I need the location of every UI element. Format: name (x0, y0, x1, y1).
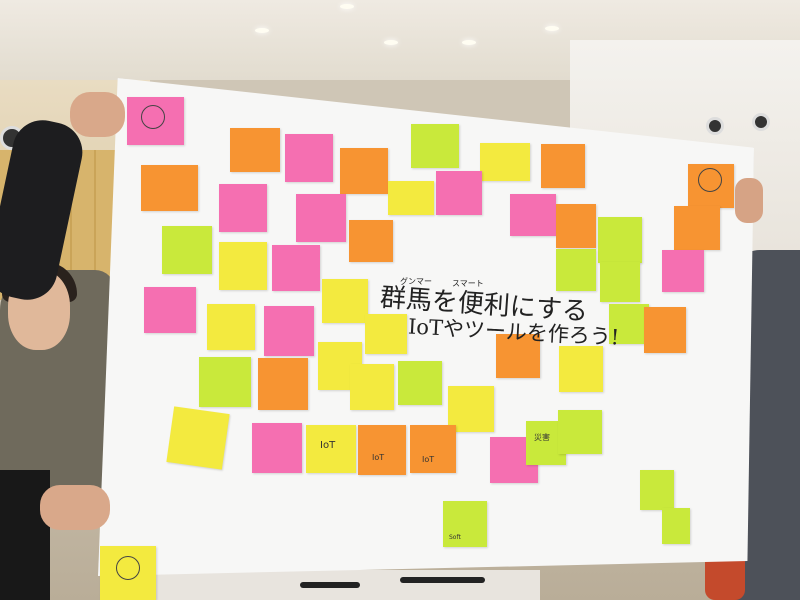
sticky-note (141, 165, 198, 211)
sticky-note: IoT (358, 425, 406, 475)
sticky-note (258, 358, 308, 410)
sticky-note-face (688, 164, 734, 208)
sticky-note (162, 226, 212, 274)
note-text: IoT (372, 453, 385, 462)
sticky-note (349, 220, 393, 262)
ceiling-light (340, 4, 354, 9)
marker (300, 582, 360, 588)
sticky-note (219, 242, 267, 290)
wall-speaker (706, 117, 724, 135)
note-text: 災害 (534, 433, 550, 442)
sticky-note (558, 410, 602, 454)
sticky-note (662, 250, 704, 292)
sticky-note (340, 148, 388, 194)
face-doodle (698, 168, 722, 192)
sticky-note (296, 194, 346, 242)
ceiling-light (384, 40, 398, 45)
sticky-note (272, 245, 320, 291)
sticky-note (556, 204, 596, 248)
sticky-note: IoT (306, 425, 356, 473)
wall-speaker (752, 113, 770, 131)
sticky-note (322, 279, 368, 323)
marker (400, 577, 485, 583)
hand-left (40, 485, 110, 530)
sticky-note (640, 470, 674, 510)
sticky-note (166, 406, 230, 470)
sticky-note (448, 386, 494, 432)
person-arm-dark (0, 470, 50, 600)
sticky-note (662, 508, 690, 544)
sticky-note-face (100, 546, 156, 600)
title-ruby-gunma: グンマー (400, 277, 432, 286)
sticky-note (644, 307, 686, 353)
sticky-note (219, 184, 267, 232)
face-doodle (116, 556, 140, 580)
sticky-note (674, 206, 720, 250)
sticky-note (207, 304, 255, 350)
sticky-note (600, 262, 640, 302)
sticky-note (230, 128, 280, 172)
hand-left (70, 92, 125, 137)
note-text: IoT (320, 440, 336, 451)
note-text: IoT (422, 455, 435, 464)
ceiling-light (545, 26, 559, 31)
sticky-note (598, 217, 642, 263)
sticky-note (388, 181, 434, 215)
sticky-note (609, 304, 649, 344)
title-ruby-smart: スマート (452, 279, 484, 288)
sticky-note: Soft (443, 501, 487, 547)
sticky-note (285, 134, 333, 182)
ceiling-light (462, 40, 476, 45)
note-text: Soft (449, 534, 461, 541)
sticky-note (480, 143, 530, 181)
sticky-note (559, 346, 603, 392)
sticky-note (436, 171, 482, 215)
sticky-note (199, 357, 251, 407)
sticky-note (510, 194, 556, 236)
sticky-note (350, 364, 394, 410)
sticky-note (365, 314, 407, 354)
sticky-note (496, 334, 540, 378)
ceiling-light (255, 28, 269, 33)
sticky-note (252, 423, 302, 473)
sticky-note (398, 361, 442, 405)
sticky-note: IoT (410, 425, 456, 473)
sticky-note (411, 124, 459, 168)
sticky-note (541, 144, 585, 188)
sticky-note-face (127, 97, 184, 145)
face-doodle (141, 105, 165, 129)
hand-right (735, 178, 763, 223)
sticky-note (264, 306, 314, 356)
sticky-note (144, 287, 196, 333)
sticky-note (556, 249, 596, 291)
